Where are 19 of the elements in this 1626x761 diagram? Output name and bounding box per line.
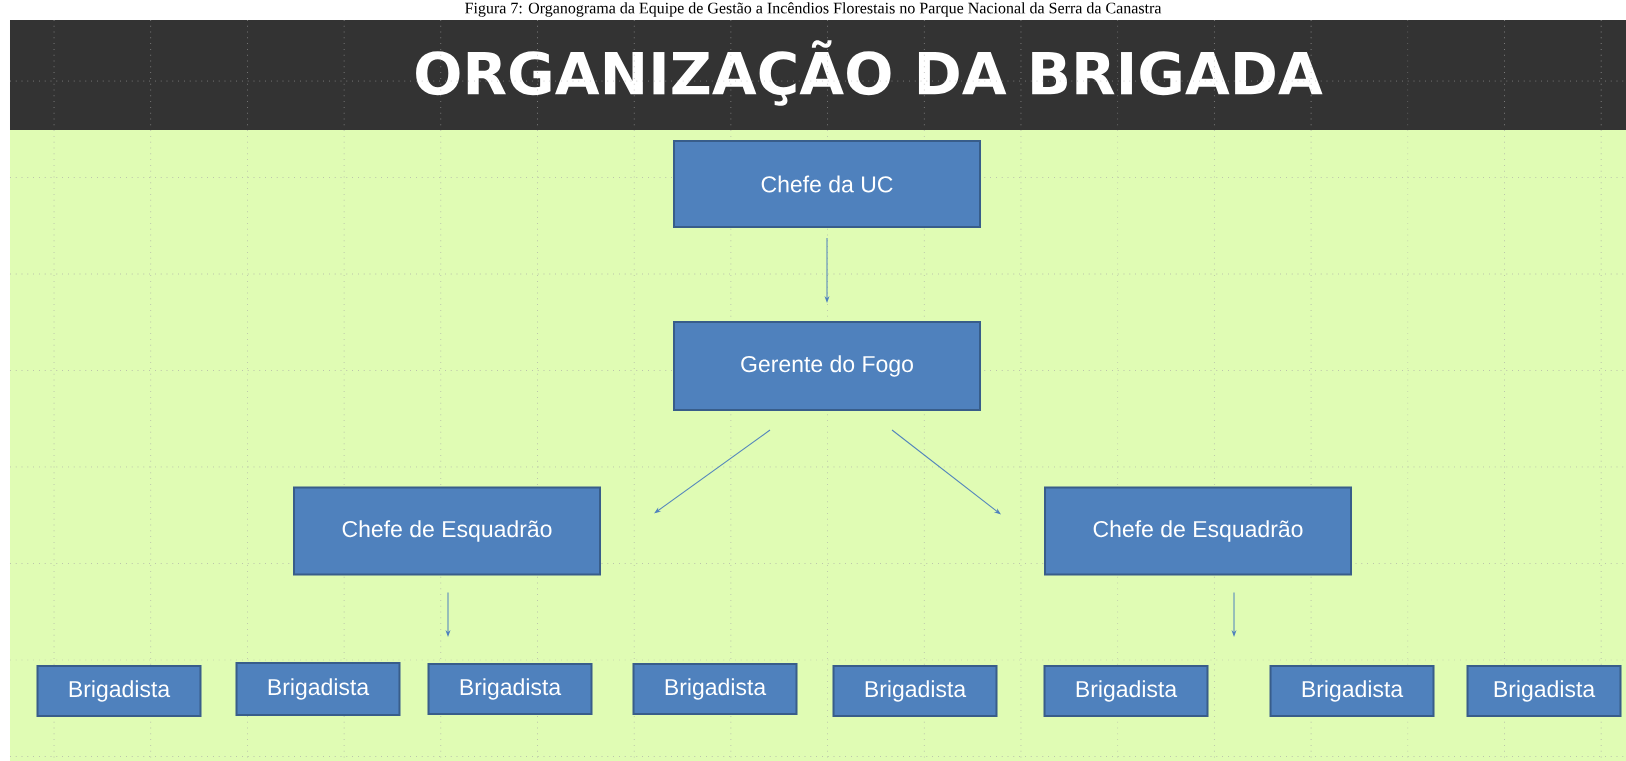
org-box: Brigadista (1466, 665, 1622, 717)
arrow (825, 237, 829, 302)
caption-text: Figura 7: Organograma da Equipe de Gestão a Incêndios Florestais no Parque Nacional da Serra da Canastra (465, 2, 1162, 17)
org-box: Chefe da UC (673, 140, 981, 228)
header-bar: ORGANIZAÇÃO DA BRIGADA (10, 20, 1626, 130)
org-box: Chefe de Esquadrão (1044, 486, 1352, 576)
org-box: Gerente do Fogo (673, 321, 981, 411)
org-box: Brigadista (36, 665, 202, 717)
arrow (891, 429, 1001, 515)
org-box: Brigadista (427, 663, 593, 715)
org-box: Brigadista (235, 662, 401, 716)
org-box: Brigadista (832, 665, 998, 717)
org-box: Chefe de Esquadrão (293, 486, 601, 576)
org-box: Brigadista (1043, 665, 1209, 717)
arrow (1232, 592, 1236, 636)
org-box: Brigadista (1269, 665, 1435, 717)
arrow (446, 592, 450, 636)
org-box: Brigadista (632, 663, 798, 715)
arrow (654, 429, 771, 514)
